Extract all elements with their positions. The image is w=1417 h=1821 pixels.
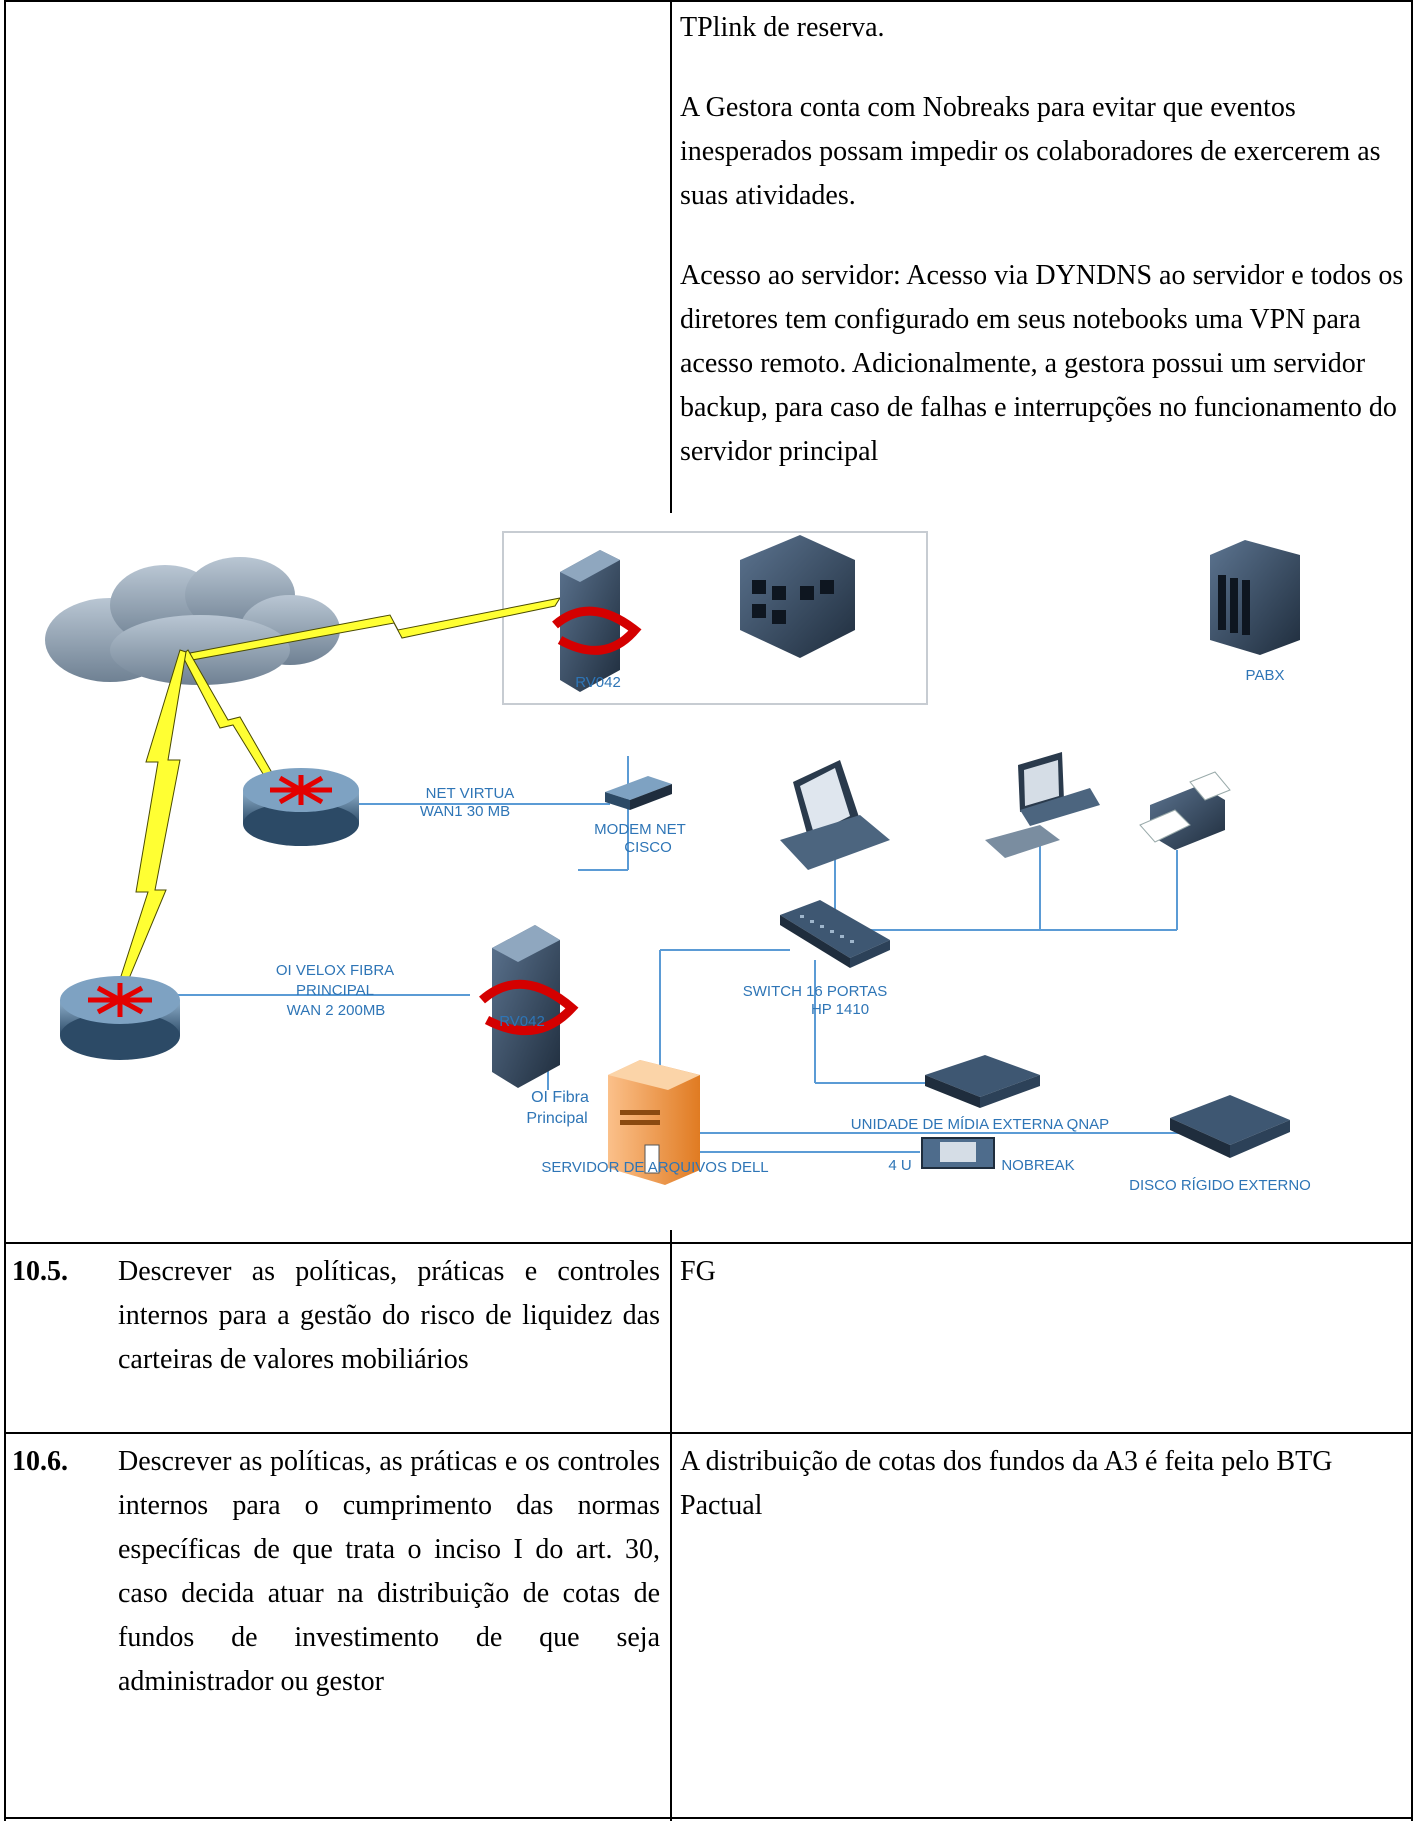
oi-fibra-label: OI Fibra — [531, 1089, 589, 1106]
paragraph-nobreaks: A Gestora conta com Nobreaks para evitar… — [680, 92, 1381, 211]
paragraph-tplink: TPlink de reserva. — [680, 12, 885, 43]
four-u-label: 4 U — [888, 1157, 911, 1174]
pabx-label: PABX — [1246, 667, 1285, 684]
oi-velox-principal-label: PRINCIPAL — [296, 982, 374, 999]
building-icon — [740, 535, 855, 658]
modem-cisco-label: CISCO — [624, 839, 672, 856]
printer-icon — [1139, 771, 1231, 850]
nobreak-label: NOBREAK — [1001, 1157, 1074, 1174]
qnap-label: UNIDADE DE MÍDIA EXTERNA QNAP — [851, 1116, 1109, 1133]
network-diagram: RV042 PABX NET VIRTUA WAN — [45, 531, 1311, 1194]
table-border-left — [4, 0, 6, 1821]
router-net-icon — [243, 768, 359, 846]
column-divider-top — [670, 0, 672, 513]
oi-fibra-principal-label: Principal — [526, 1110, 587, 1127]
switch-model-label: HP 1410 — [811, 1001, 869, 1018]
row-divider — [4, 1432, 1413, 1434]
desktop-computer-icon — [985, 752, 1100, 858]
rv042-bottom-label-visible: RV042 — [499, 1013, 545, 1030]
laptop-icon — [780, 760, 890, 870]
item-question: Descrever as políticas, as práticas e os… — [118, 1446, 660, 1697]
item-question: Descrever as políticas, práticas e contr… — [118, 1256, 660, 1375]
dell-file-server-icon — [608, 1060, 700, 1185]
rv042-top-label: RV042 — [575, 674, 621, 691]
rv042-frame — [502, 531, 928, 705]
qnap-media-unit-icon — [925, 1055, 1040, 1108]
switch-label: SWITCH 16 PORTAS — [743, 983, 887, 1000]
column-divider-bottom — [670, 1230, 672, 1821]
server-label: SERVIDOR DE ARQUIVOS DELL — [541, 1159, 768, 1176]
item-answer: A distribuição de cotas dos fundos da A3… — [680, 1446, 1333, 1521]
net-virtua-label: NET VIRTUA — [426, 785, 515, 802]
rv042-router-top-icon — [552, 550, 642, 692]
oi-velox-wan-label: WAN 2 200MB — [287, 1002, 386, 1019]
pabx-icon — [1210, 540, 1300, 655]
item-number: 10.6. — [12, 1446, 68, 1477]
external-disk-icon — [1170, 1095, 1290, 1158]
table-border-top — [4, 0, 1413, 2]
nobreak-icon — [921, 1137, 995, 1169]
item-answer: FG — [680, 1256, 716, 1287]
net-virtua-wan-label: WAN1 30 MB — [420, 803, 510, 820]
paragraph-server-access: Acesso ao servidor: Acesso via DYNDNS ao… — [680, 260, 1404, 467]
router-oi-icon — [60, 976, 180, 1060]
row-divider — [4, 1242, 1413, 1244]
link-lines — [165, 756, 1180, 1153]
switch-icon — [780, 900, 890, 968]
table-border-bottom — [4, 1817, 1413, 1819]
modem-net-cisco-icon — [605, 776, 672, 810]
item-number: 10.5. — [12, 1256, 68, 1287]
rv042-router-bottom-icon — [479, 925, 579, 1088]
table-border-right — [1411, 0, 1413, 1821]
modem-label: MODEM NET — [594, 821, 686, 838]
internet-cloud-icon — [45, 557, 340, 685]
lightning-links-icon — [113, 597, 562, 1001]
oi-velox-label: OI VELOX FIBRA — [276, 962, 394, 979]
external-disk-label: DISCO RÍGIDO EXTERNO — [1129, 1177, 1311, 1194]
